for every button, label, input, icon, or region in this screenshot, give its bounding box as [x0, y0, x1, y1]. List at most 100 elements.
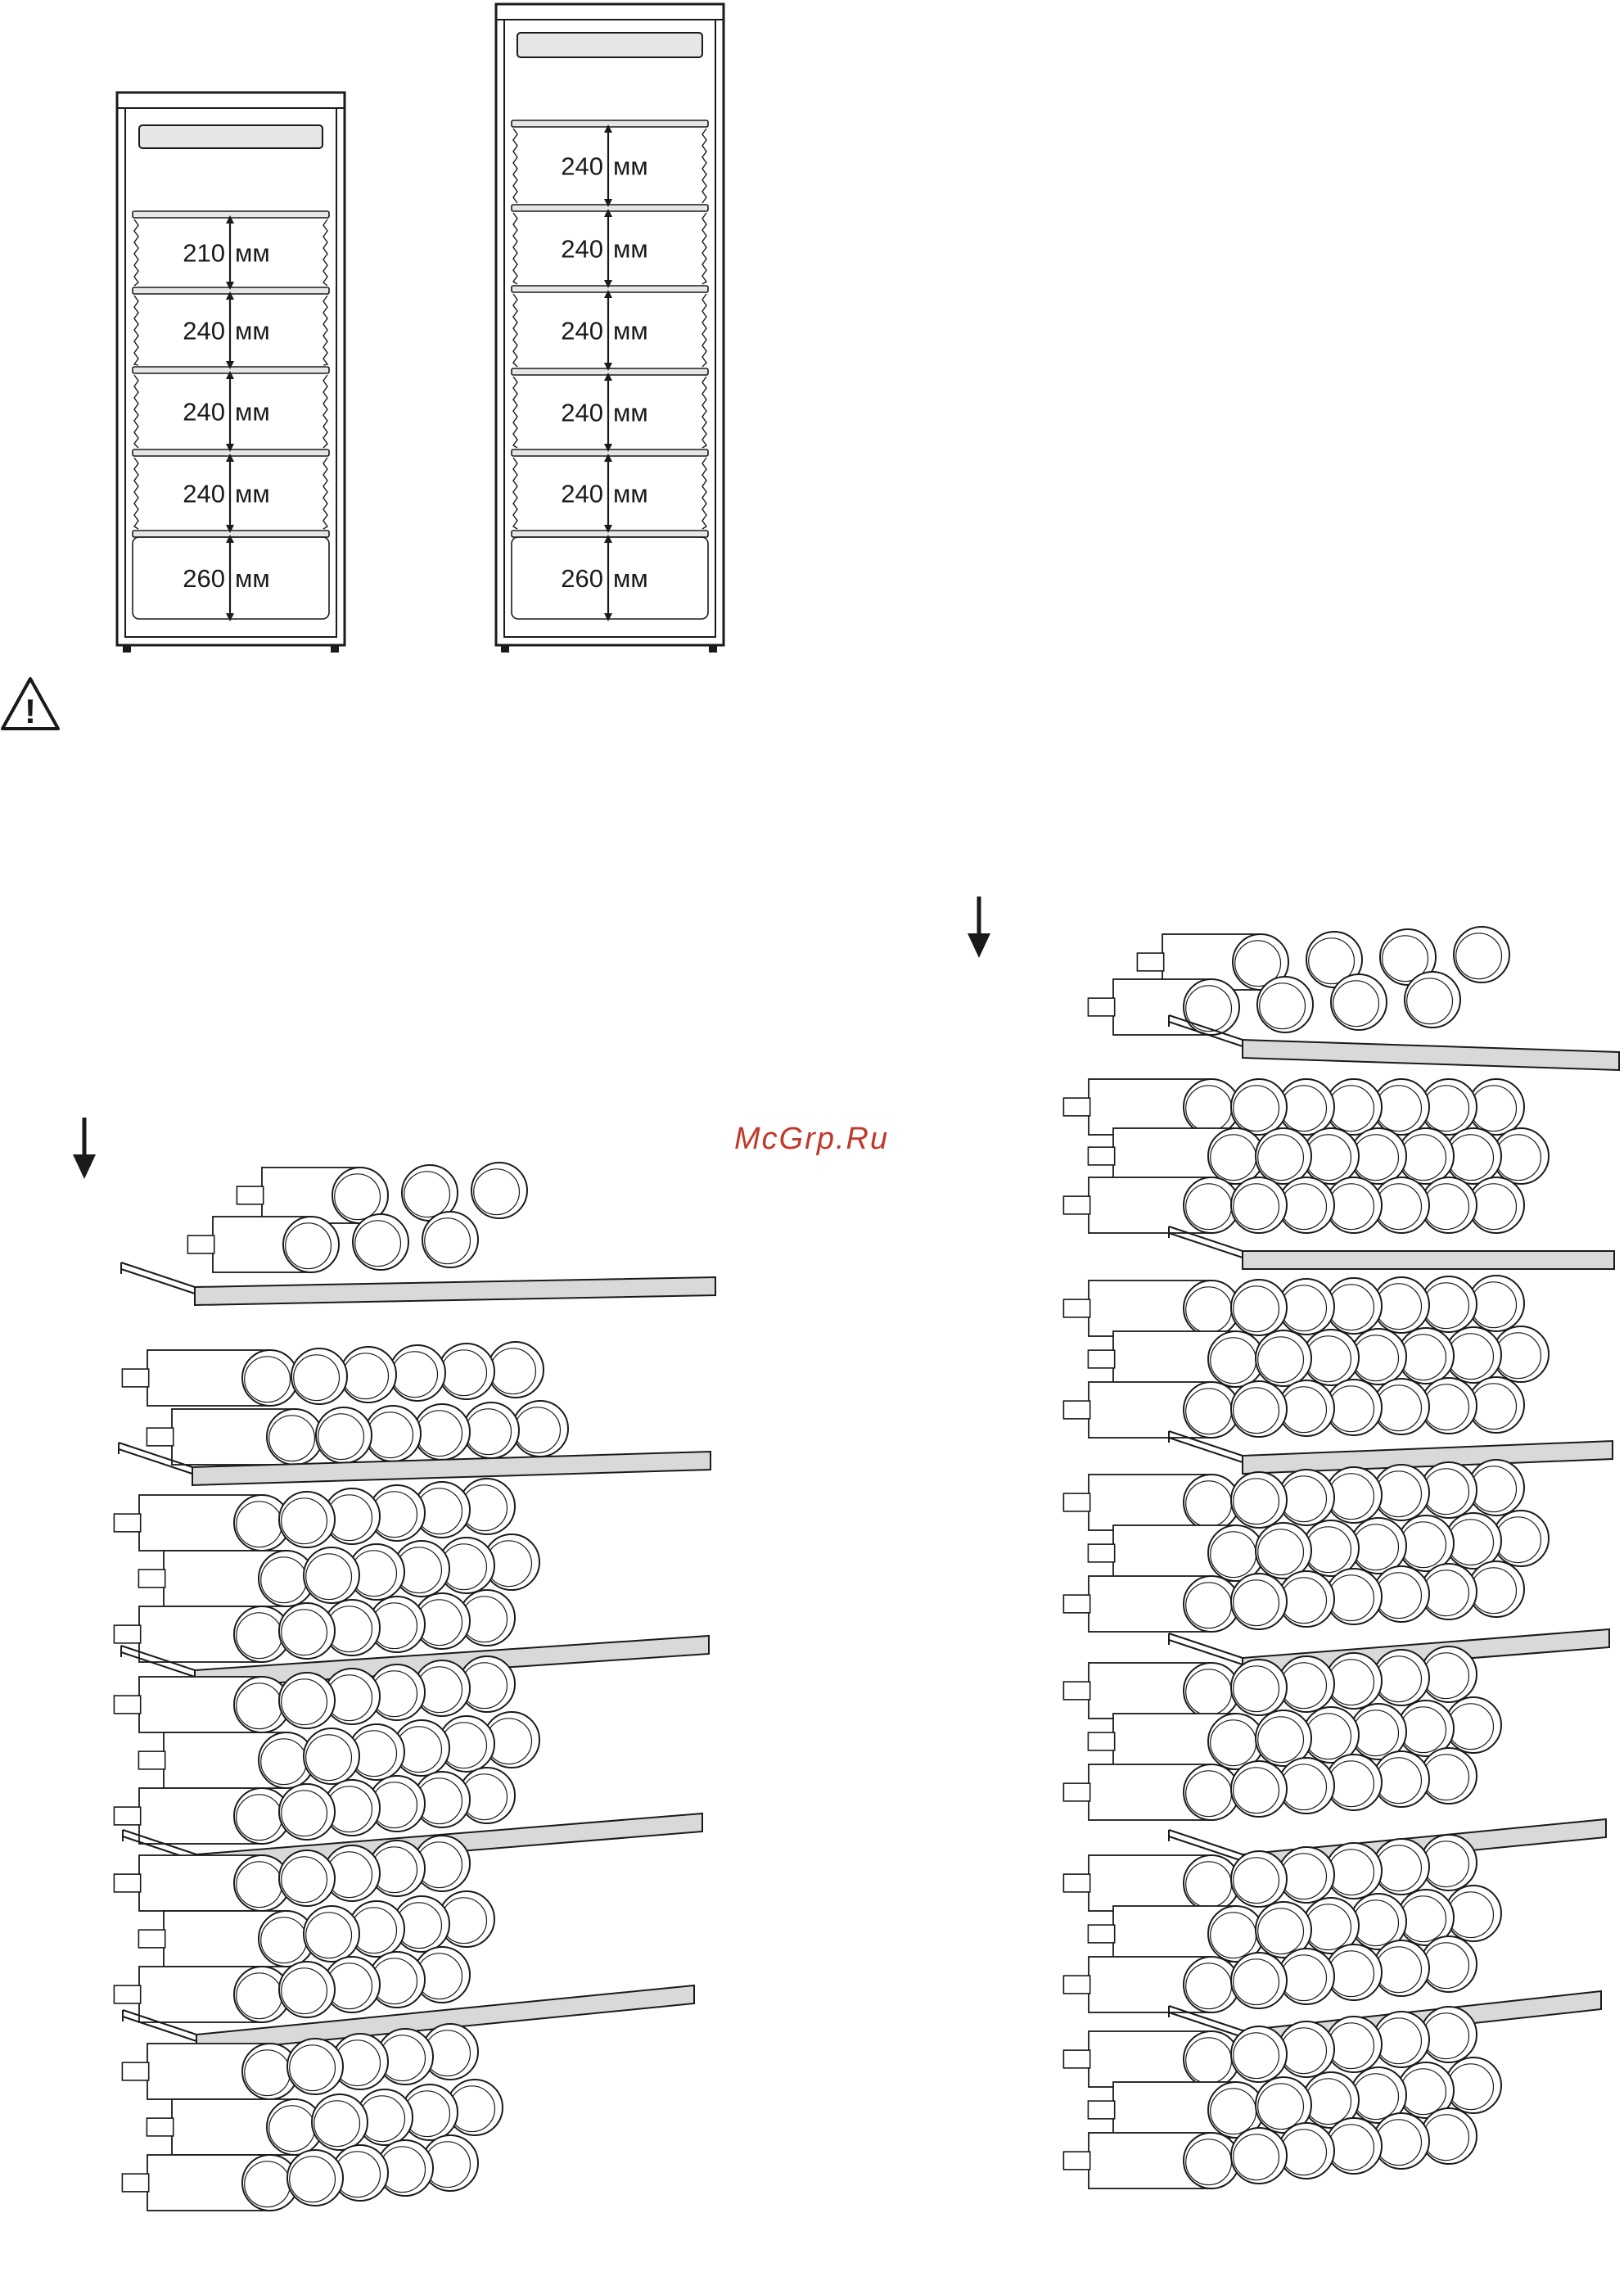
shelf-height-unit: мм	[613, 564, 648, 593]
wine-bottle	[1088, 2082, 1264, 2138]
bottle-end	[512, 1401, 568, 1457]
cabinet-shelf	[512, 449, 708, 456]
watermark-text: McGrp.Ru	[734, 1122, 889, 1156]
wine-bottle	[1088, 1128, 1264, 1184]
bottle-end	[1231, 1953, 1287, 2008]
shelf-height-value: 240	[561, 480, 603, 508]
bottle-end	[341, 1347, 396, 1402]
bottle-end	[291, 1348, 347, 1404]
shelf-height-unit: мм	[235, 239, 270, 268]
bottle-end	[279, 1784, 335, 1840]
shelf-height-value: 240	[183, 480, 225, 508]
wine-bottle	[114, 1967, 290, 2022]
bottle-end	[1231, 1761, 1287, 1817]
bottle-end	[1454, 927, 1509, 982]
bottle-end	[1231, 1079, 1287, 1135]
wine-bottle	[1088, 1525, 1264, 1581]
down-arrow-icon	[73, 1118, 96, 1179]
shelf-height-unit: мм	[613, 235, 648, 264]
wine-bottle	[187, 1217, 339, 1272]
cabinet-shelf	[133, 211, 329, 218]
wine-bottle	[237, 1168, 388, 1223]
bottle-end	[304, 1728, 359, 1784]
shelf-height-unit: мм	[235, 398, 270, 427]
bottle-end	[279, 1962, 335, 2017]
bottle-end	[471, 1163, 527, 1218]
shelf-height-unit: мм	[613, 317, 648, 346]
bottle-end	[1405, 972, 1460, 1028]
shelf-height-value: 260	[183, 564, 225, 593]
bottle-end	[287, 2150, 343, 2206]
wine-bottle	[1063, 1475, 1239, 1530]
shelf-height-unit: мм	[235, 564, 270, 593]
bottle-end	[1231, 1280, 1287, 1335]
bottle-end	[1231, 2128, 1287, 2184]
bottle-end	[1231, 1660, 1287, 1715]
bottle-end	[304, 1906, 359, 1962]
wine-shelf	[1169, 1015, 1619, 1070]
warning-exclamation: !	[25, 692, 36, 730]
cabinet-shelf	[512, 531, 708, 537]
wine-bottle	[1088, 1331, 1264, 1387]
bottle-end	[279, 1603, 335, 1659]
bottle-end	[287, 2039, 343, 2094]
wine-bottle	[1088, 1906, 1264, 1962]
wine-bottle	[138, 1911, 314, 1967]
bottle-end	[1256, 1128, 1311, 1184]
wine-bottle	[122, 2155, 298, 2211]
bottle-end	[1231, 1472, 1287, 1528]
bottle-stack-left	[114, 1163, 715, 2211]
bottle-end	[279, 1673, 335, 1728]
shelf-height-unit: мм	[613, 152, 648, 181]
cabinet-shelf	[512, 205, 708, 211]
bottle-end	[316, 1407, 372, 1463]
shelf-height-value: 240	[561, 235, 603, 264]
wine-bottle	[1088, 979, 1239, 1035]
wine-bottle	[1063, 1382, 1239, 1438]
cabinet-shelf	[133, 449, 329, 456]
bottle-end	[439, 1344, 494, 1399]
cabinet-shelf	[512, 120, 708, 127]
wine-shelf	[121, 1262, 715, 1305]
wine-bottle	[122, 1350, 298, 1406]
wine-bottle	[1063, 1177, 1239, 1233]
wine-shelf	[1169, 1226, 1614, 1269]
warning-triangle-icon: !	[2, 679, 58, 730]
bottle-end	[422, 1212, 478, 1267]
bottle-end	[1256, 1523, 1311, 1579]
shelf-height-value: 240	[183, 398, 225, 427]
shelf-height-value: 240	[183, 317, 225, 346]
wine-bottle	[138, 1551, 314, 1606]
shelf-height-unit: мм	[235, 480, 270, 508]
bottle-end	[304, 1547, 359, 1603]
bottle-end	[279, 1492, 335, 1547]
bottle-end	[1231, 2026, 1287, 2082]
cabinet-shelf	[133, 531, 329, 537]
cabinet-shelf	[133, 367, 329, 373]
bottle-end	[1331, 974, 1387, 1030]
bottle-end	[390, 1345, 445, 1401]
wine-bottle	[1063, 2031, 1239, 2087]
wine-bottle	[114, 1495, 290, 1551]
bottle-end	[279, 1850, 335, 1906]
bottle-end	[1231, 1574, 1287, 1629]
bottle-end	[353, 1214, 408, 1270]
shelf-height-value: 240	[561, 399, 603, 427]
wine-bottle	[1063, 1079, 1239, 1135]
bottle-end	[1256, 1330, 1311, 1386]
wine-bottle	[1088, 1714, 1264, 1769]
bottle-end	[1231, 1851, 1287, 1907]
cabinet-right-outline	[496, 4, 724, 645]
wine-bottle	[122, 2044, 298, 2099]
shelf-height-unit: мм	[235, 317, 270, 346]
cabinet-shelf	[512, 368, 708, 375]
wine-bottle	[114, 1606, 290, 1662]
bottle-end	[1231, 1177, 1287, 1233]
down-arrow-icon	[968, 897, 990, 958]
wine-bottle	[147, 1409, 323, 1465]
wine-bottle	[1063, 1957, 1239, 2012]
bottle-end	[365, 1406, 421, 1461]
shelf-height-value: 260	[561, 564, 603, 593]
